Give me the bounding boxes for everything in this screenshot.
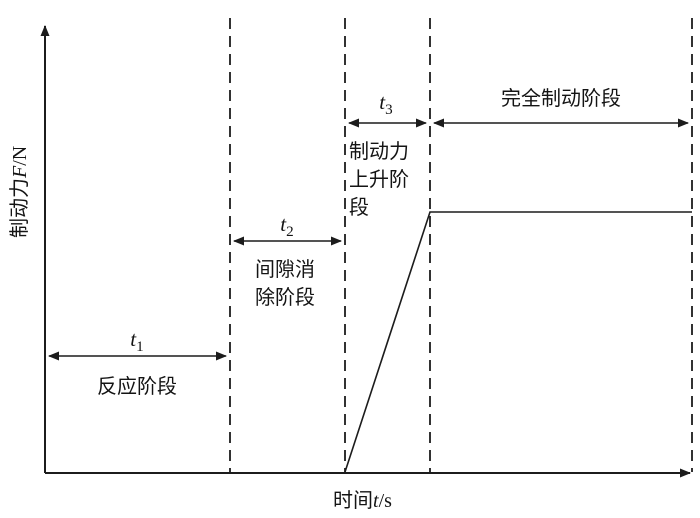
- phase-name-reaction: 反应阶段: [97, 376, 177, 398]
- y-axis-label: 制动力F/N: [6, 146, 34, 238]
- t2-symbol: t: [280, 212, 287, 236]
- t3-symbol: t: [379, 90, 386, 114]
- y-axis-label-symbol: F: [9, 165, 31, 178]
- t3-duration-label: t3: [366, 90, 406, 119]
- x-axis-label: 时间t/s: [333, 487, 392, 515]
- y-axis-label-suffix: /N: [9, 145, 31, 166]
- t1-symbol: t: [130, 327, 137, 351]
- x-axis-label-symbol: t: [373, 490, 379, 512]
- phase-name-force-rise: 制动力上升阶段: [349, 141, 409, 219]
- t2-subscript: 2: [286, 224, 294, 241]
- phase-name-full-braking: 完全制动阶段: [501, 88, 621, 110]
- braking-force-curve: [344, 211, 692, 473]
- t3-subscript: 3: [385, 102, 393, 119]
- y-axis-label-prefix: 制动力: [9, 178, 31, 238]
- x-axis-label-prefix: 时间: [333, 490, 373, 512]
- x-axis-label-suffix: /s: [378, 490, 392, 512]
- phase-name-gap-elimination: 间隙消除阶段: [255, 259, 315, 309]
- t1-subscript: 1: [136, 339, 144, 356]
- t2-duration-label: t2: [267, 212, 307, 241]
- t1-duration-label: t1: [117, 327, 157, 356]
